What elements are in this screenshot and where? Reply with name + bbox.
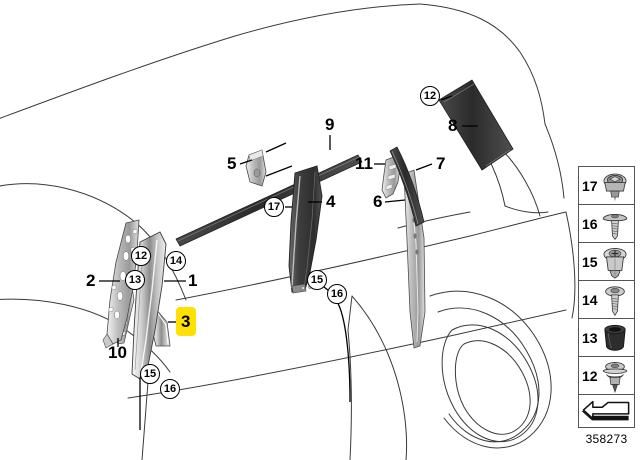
callout-7[interactable]: 7 xyxy=(436,154,446,173)
legend-row-15[interactable]: 15 xyxy=(579,243,634,281)
circle-callout-16-bpillar[interactable]: 16 xyxy=(160,379,180,399)
part-8-dpillar-trim xyxy=(438,79,514,171)
callout-1[interactable]: 1 xyxy=(188,271,198,290)
rotary-clip-icon xyxy=(603,173,627,201)
callout-4[interactable]: 4 xyxy=(326,192,336,211)
callout-6[interactable]: 6 xyxy=(373,192,383,211)
legend-row-16[interactable]: 16 xyxy=(579,205,634,243)
dome-screw-icon xyxy=(602,213,628,240)
callout-11[interactable]: 11 xyxy=(355,154,373,173)
circle-callout-15-cpillar[interactable]: 15 xyxy=(307,270,327,290)
legend-row-12[interactable]: 12 xyxy=(579,357,634,395)
callout-9[interactable]: 9 xyxy=(325,115,335,134)
direction-arrow-box xyxy=(578,394,635,428)
legend-row-17[interactable]: 17 xyxy=(579,167,634,205)
callout-3-highlight xyxy=(176,307,196,336)
part-5-clip-bracket xyxy=(245,149,267,187)
part-11-corner-clip xyxy=(381,155,401,199)
circle-callout-14[interactable]: 14 xyxy=(166,251,186,271)
circle-callout-16-cpillar[interactable]: 16 xyxy=(327,284,347,304)
legend-number-15: 15 xyxy=(582,253,598,270)
diagram-part-number: 358273 xyxy=(585,432,628,446)
callout-3[interactable]: 3 xyxy=(181,312,191,331)
legend-number-17: 17 xyxy=(582,177,598,194)
circle-callout-12-dpillar[interactable]: 12 xyxy=(420,86,440,106)
push-pin-clip-icon xyxy=(602,361,628,393)
phillips-rivet-icon xyxy=(603,247,627,279)
legend-number-14: 14 xyxy=(582,291,598,308)
circle-callout-15-bpillar[interactable]: 15 xyxy=(140,364,160,384)
legend-number-13: 13 xyxy=(582,329,598,346)
direction-arrow-icon xyxy=(581,400,630,421)
flat-screw-icon xyxy=(605,285,625,316)
callout-10[interactable]: 10 xyxy=(108,343,127,362)
callout-2[interactable]: 2 xyxy=(86,271,96,290)
circle-callout-13[interactable]: 13 xyxy=(125,270,145,290)
legend-row-13[interactable]: 13 xyxy=(579,319,634,357)
legend-row-14[interactable]: 14 xyxy=(579,281,634,319)
callout-8[interactable]: 8 xyxy=(448,116,458,135)
legend-number-12: 12 xyxy=(582,368,598,384)
legend-number-16: 16 xyxy=(582,215,598,232)
oval-grommet-icon xyxy=(604,324,626,351)
callout-5[interactable]: 5 xyxy=(227,154,237,173)
part-7-quarter-window-trim xyxy=(389,146,425,227)
circle-callout-12-bpillar[interactable]: 12 xyxy=(131,246,151,266)
circle-callout-17[interactable]: 17 xyxy=(264,197,284,217)
car-body-outline xyxy=(0,3,576,460)
fastener-legend-panel: 17 16 xyxy=(578,166,635,396)
